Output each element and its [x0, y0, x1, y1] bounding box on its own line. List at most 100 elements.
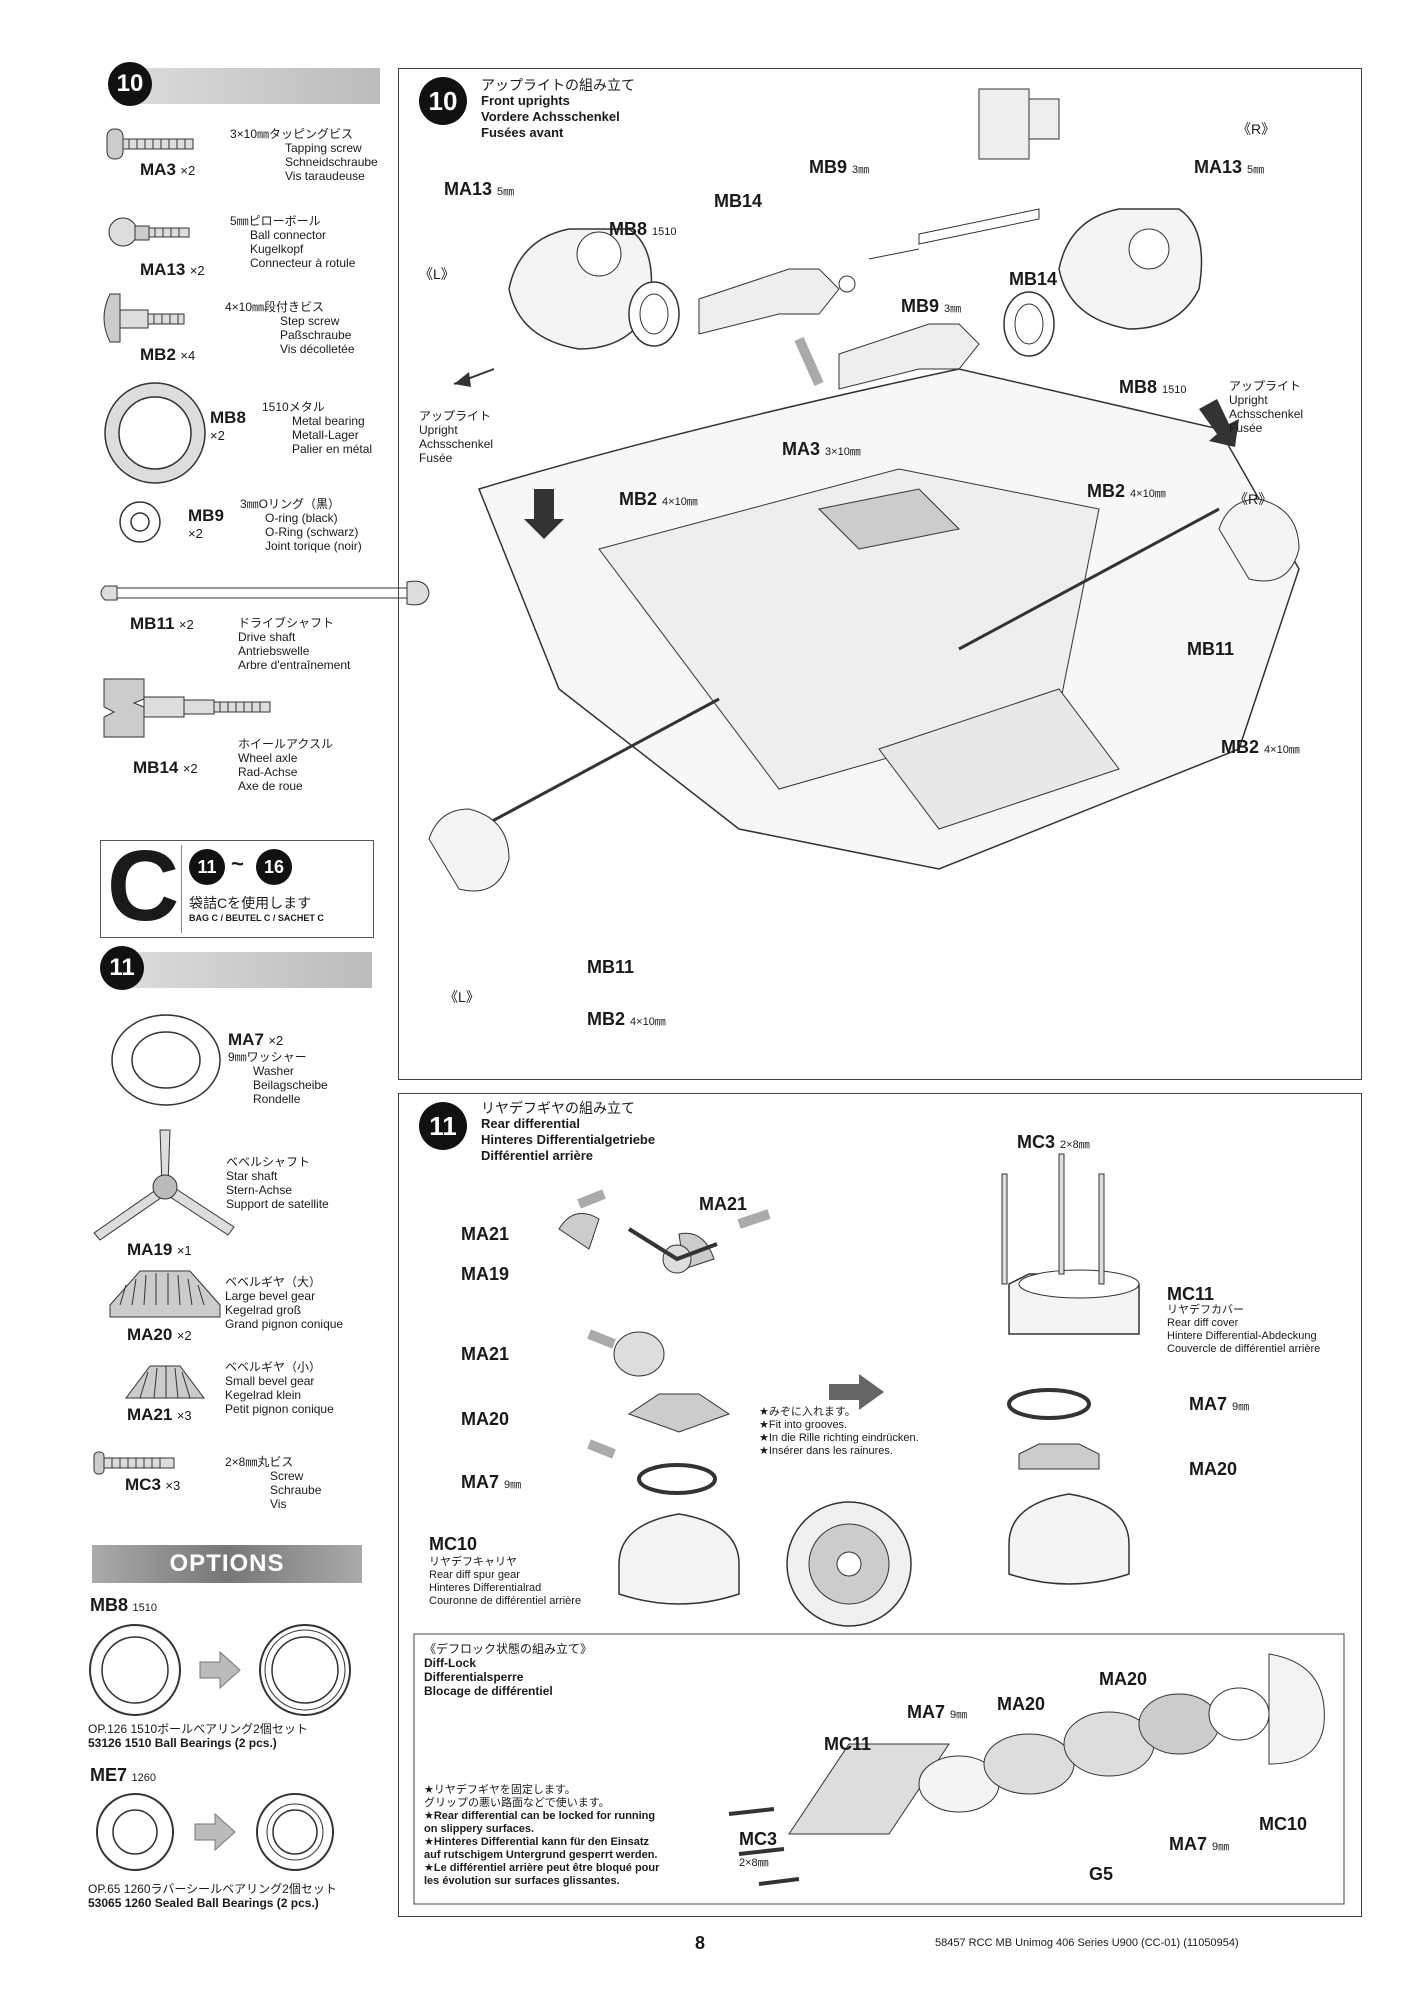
callout-mb9-l: MB9 3㎜ [809, 157, 870, 177]
bag-c-box: C 11 ~ 16 袋詰Cを使用します BAG C / BEUTEL C / S… [100, 831, 374, 941]
step11-panel: 11 リヤデフギヤの組み立て Rear differential Hintere… [398, 1093, 1362, 1917]
dl-callout-ma7-a: MA7 9㎜ [907, 1702, 968, 1722]
step-11-panel-badge: 11 [419, 1102, 467, 1150]
part-mb14: MB14 ×2 [133, 758, 198, 777]
callout-mb14-l: MB14 [714, 191, 763, 211]
bag-from-badge: 11 [189, 849, 225, 885]
callout-left-side: 《L》 [419, 266, 455, 282]
callout-right-side: 《R》 [1237, 121, 1276, 137]
callout-ma13-l: MA13 5㎜ [444, 179, 515, 199]
callout-ma21-b: MA21 [699, 1194, 748, 1214]
option-me7-diagram [96, 1793, 334, 1871]
part-mc3: MC3 ×3 [125, 1475, 181, 1494]
callout-ma3: MA3 3×10㎜ [782, 439, 861, 459]
callout-mb2-c: MB2 4×10㎜ [1221, 737, 1300, 757]
callout-mb2-a: MB2 4×10㎜ [619, 489, 698, 509]
step11-diagram [413, 1153, 1345, 1905]
callout-mc11: MC11 [1167, 1284, 1215, 1304]
part-mb9-desc: 3㎜Oリング（黒） O-ring (black) O-Ring (schwarz… [240, 497, 362, 553]
footer-ref: 58457 RCC MB Unimog 406 Series U900 (CC-… [935, 1937, 1239, 1949]
part-mb8: MB8 ×2 [210, 408, 246, 443]
screw-icon [93, 1451, 175, 1475]
callout-ma19: MA19 [461, 1264, 510, 1284]
option-mb8-diagram [89, 1624, 351, 1716]
callout-mb2-d: MB2 4×10㎜ [587, 1009, 666, 1029]
callout-ma20-r: MA20 [1189, 1459, 1238, 1479]
callout-mb8-r: MB8 1510 [1119, 377, 1187, 397]
callout-mb8-l: MB8 1510 [609, 219, 677, 239]
option-mb8-desc: OP.126 1510ボールベアリング2個セット 53126 1510 Ball… [88, 1722, 308, 1750]
callout-mb11-a: MB11 [1187, 639, 1235, 659]
step10-diagram [428, 88, 1300, 892]
options-header: OPTIONS [92, 1545, 362, 1583]
part-ma13: MA13 ×2 [140, 260, 205, 279]
part-ma3-desc: 3×10㎜タッピングビス Tapping screw Schneidschrau… [230, 127, 378, 183]
wheel-axle-icon [103, 678, 271, 738]
part-mb11: MB11 ×2 [130, 614, 194, 633]
callout-r2: 《R》 [1234, 491, 1273, 507]
part-mb11-desc: ドライブシャフト Drive shaft Antriebswelle Arbre… [238, 616, 351, 672]
callout-ma7: MA7 9㎜ [461, 1472, 522, 1492]
dl-callout-g5: G5 [1089, 1864, 1114, 1884]
part-ma19-desc: ベベルシャフト Star shaft Stern-Achse Support d… [226, 1155, 329, 1211]
part-ma7: MA7 ×2 [228, 1030, 284, 1049]
callout-mc10: MC10 [429, 1534, 478, 1554]
grooves-note: ★みぞに入れます。★Fit into grooves.★In die Rille… [759, 1406, 919, 1457]
part-ma3: MA3 ×2 [140, 160, 196, 179]
option-me7-desc: OP.65 1260ラバーシールベアリング2個セット 53065 1260 Se… [88, 1882, 337, 1910]
part-ma21-desc: ベベルギヤ（小） Small bevel gear Kegelrad klein… [225, 1360, 334, 1416]
step-11-badge: 11 [100, 946, 144, 990]
callout-ma21-a: MA21 [461, 1224, 510, 1244]
step11-header-bar [120, 952, 372, 988]
option-me7-label: ME7 1260 [90, 1765, 156, 1785]
callout-ma21-c: MA21 [461, 1344, 510, 1364]
metal-bearing-icon [104, 382, 206, 484]
option-mb8-label: MB8 1510 [90, 1595, 157, 1615]
step-10-panel-badge: 10 [419, 77, 467, 125]
callout-mb11-b: MB11 [587, 957, 635, 977]
difflock-titles: 《デフロック状態の組み立て》 Diff-Lock Differentialspe… [424, 1642, 593, 1698]
dl-callout-ma20-a: MA20 [1099, 1669, 1148, 1689]
callout-mc3: MC3 2×8㎜ [1017, 1132, 1090, 1152]
washer-icon [111, 1014, 221, 1106]
o-ring-icon [119, 501, 161, 543]
callout-mb14-r: MB14 [1009, 269, 1058, 289]
tapping-screw-icon [106, 128, 194, 160]
star-shaft-icon [93, 1129, 235, 1241]
part-ma13-desc: 5㎜ピローボール Ball connector Kugelkopf Connec… [230, 214, 356, 270]
dl-callout-ma7-b: MA7 9㎜ [1169, 1834, 1230, 1854]
part-mb2: MB2 ×4 [140, 345, 196, 364]
small-bevel-gear-icon [125, 1365, 205, 1399]
bag-to-badge: 16 [256, 849, 292, 885]
step10-titles: アップライトの組み立て Front uprights Vordere Achss… [481, 77, 635, 140]
callout-l2: 《L》 [444, 989, 480, 1005]
step-10-badge: 10 [108, 62, 152, 106]
bag-letter: C [107, 830, 180, 942]
drive-shaft-icon [100, 580, 430, 606]
dl-callout-mc10: MC10 [1259, 1814, 1308, 1834]
part-ma7-desc: 9㎜ワッシャー Washer Beilagscheibe Rondelle [228, 1050, 328, 1106]
callout-ma20: MA20 [461, 1409, 510, 1429]
callout-ma7-r: MA7 9㎜ [1189, 1394, 1250, 1414]
page-number: 8 [695, 1933, 706, 1953]
part-ma19: MA19 ×1 [127, 1240, 192, 1259]
part-mb9: MB9 ×2 [188, 506, 224, 541]
difflock-notes: ★リヤデフギヤを固定します。グリップの悪い路面などで使います。 ★Rear di… [424, 1784, 660, 1887]
part-mb8-desc: 1510メタル Metal bearing Metall-Lager Palie… [262, 400, 373, 456]
callout-ma13-r: MA13 5㎜ [1194, 157, 1265, 177]
part-ma20: MA20 ×2 [127, 1325, 192, 1344]
dl-callout-ma20-b: MA20 [997, 1694, 1046, 1714]
part-mb2-desc: 4×10㎜段付きビス Step screw Paßschraube Vis dé… [225, 300, 355, 356]
large-bevel-gear-icon [109, 1270, 221, 1318]
part-ma20-desc: ベベルギヤ（大） Large bevel gear Kegelrad groß … [225, 1275, 344, 1331]
part-mc3-desc: 2×8㎜丸ビス Screw Schraube Vis [225, 1455, 322, 1511]
step10-header-bar [120, 68, 380, 104]
callout-mb2-b: MB2 4×10㎜ [1087, 481, 1166, 501]
ball-connector-icon [108, 217, 190, 247]
callout-mb9-r: MB9 3㎜ [901, 296, 962, 316]
